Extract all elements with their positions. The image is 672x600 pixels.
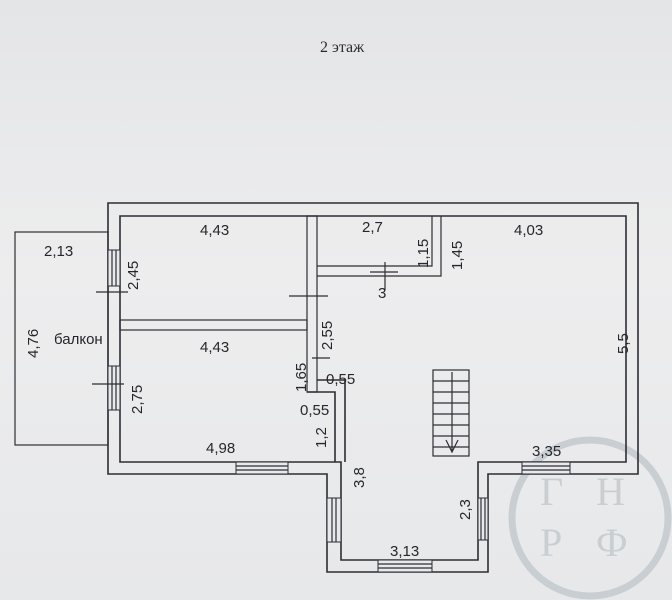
partition-corridor: [307, 379, 346, 462]
dim-2-45: 2,45: [125, 261, 142, 290]
door-marks: [92, 262, 398, 385]
window-bottom-left: [235, 461, 289, 475]
dim-3-8: 3,8: [351, 467, 368, 488]
dim-4-76: 4,76: [25, 329, 42, 358]
dim-4-43-mid: 4,43: [200, 339, 229, 356]
window-balcony-top: [107, 249, 121, 287]
watermark-letter-3: Р: [540, 520, 562, 565]
window-bottom-right: [521, 461, 571, 475]
outer-wall: [107, 202, 639, 573]
balcony-label: балкон: [54, 331, 103, 348]
dim-5-5: 5,5: [615, 333, 632, 354]
window-bay-left: [326, 497, 342, 543]
dim-2-7: 2,7: [362, 219, 383, 236]
dim-1-45: 1,45: [449, 241, 466, 270]
staircase: [432, 369, 470, 457]
partition-left-rooms: [119, 319, 308, 331]
dim-3: 3: [378, 285, 386, 302]
floor-title: 2 этаж: [320, 39, 365, 56]
dim-4-43-top: 4,43: [200, 222, 229, 239]
window-balcony-bottom: [107, 365, 121, 411]
dim-1-2: 1,2: [313, 427, 330, 448]
dim-3-13: 3,13: [390, 543, 419, 560]
watermark-letter-4: Ф: [596, 520, 628, 565]
dim-4-98: 4,98: [206, 440, 235, 457]
watermark-letter-2: Н: [596, 469, 625, 514]
dim-2-3: 2,3: [457, 499, 474, 520]
dim-2-55: 2,55: [319, 321, 336, 350]
dim-1-15: 1,15: [415, 239, 432, 268]
window-bay-right: [477, 497, 489, 541]
dim-0-55-b: 0,55: [300, 402, 329, 419]
dim-2-75: 2,75: [129, 385, 146, 414]
closet-wall: [317, 216, 442, 277]
watermark-letter-1: Г: [540, 469, 563, 514]
dim-1-65: 1,65: [293, 363, 310, 392]
dim-3-35: 3,35: [532, 443, 561, 460]
inner-wall-line: [119, 215, 627, 561]
dim-2-13: 2,13: [44, 243, 73, 260]
window-bay-bottom: [377, 559, 433, 573]
watermark-logo: Г Н Р Ф: [508, 436, 672, 600]
dim-4-03: 4,03: [514, 222, 543, 239]
balcony-outline: [14, 231, 109, 446]
dim-0-55-a: 0,55: [326, 371, 355, 388]
